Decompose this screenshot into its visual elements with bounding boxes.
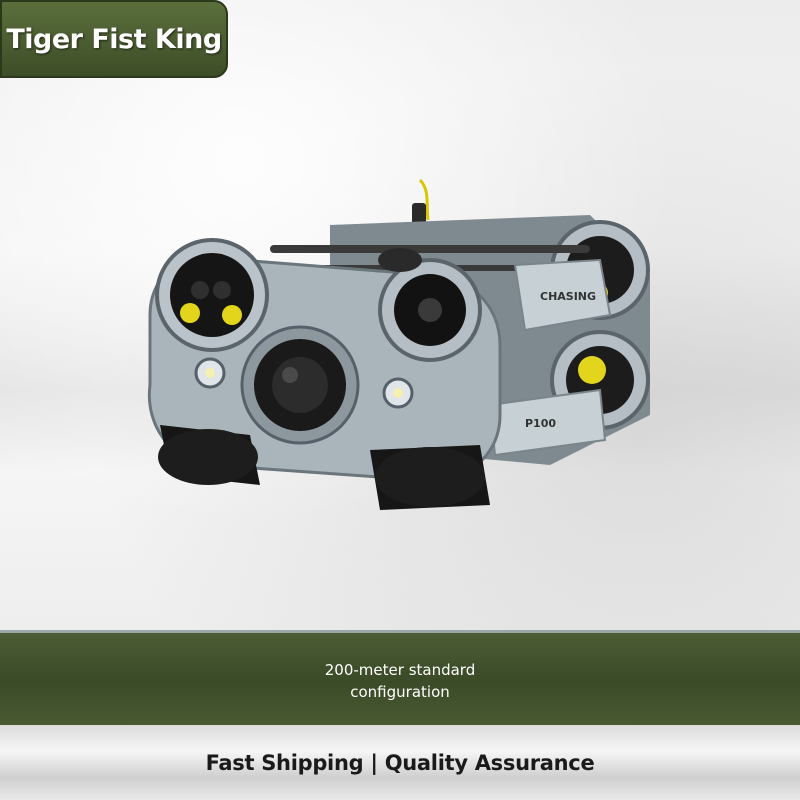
brand-badge: Tiger Fist King	[0, 0, 228, 78]
footer-band: Fast Shipping | Quality Assurance	[0, 725, 800, 800]
feature-line-2: configuration	[350, 682, 450, 701]
underwater-drone-image: CHASING P100	[147, 178, 650, 510]
drone-model-label: P100	[525, 417, 556, 430]
feature-line-1: 200-meter standard	[324, 660, 476, 679]
footer-tagline: Fast Shipping | Quality Assurance	[205, 750, 595, 775]
brand-name: Tiger Fist King	[6, 23, 222, 55]
feature-band: 200-meter standard configuration	[0, 630, 800, 728]
drone-brand-label: CHASING	[540, 290, 596, 303]
